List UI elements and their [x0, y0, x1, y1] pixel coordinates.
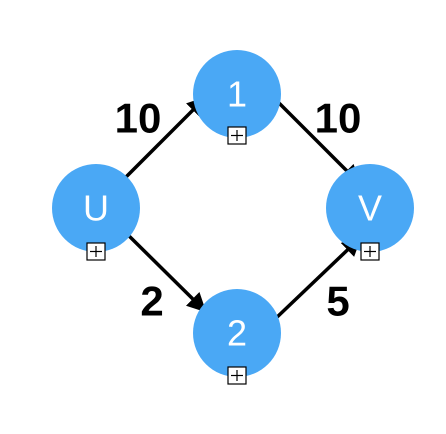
node-1-circle	[193, 50, 281, 138]
node-v[interactable]: V	[326, 164, 414, 252]
edge-2-v	[272, 236, 362, 322]
edge-weight-2-v: 5	[326, 278, 349, 325]
edge-u-1	[119, 96, 207, 184]
edge-weight-u-2: 2	[140, 278, 163, 325]
edge-u-2	[119, 226, 207, 313]
node-1[interactable]: 1	[193, 50, 281, 138]
edge-1-v	[272, 96, 361, 185]
expand-box-icon[interactable]	[86, 242, 106, 261]
node-2-label: 2	[227, 313, 247, 354]
node-v-label: V	[358, 188, 382, 229]
node-u-circle	[52, 164, 140, 252]
node-1-label: 1	[227, 74, 247, 115]
edge-labels: 10 10 2 5	[115, 95, 362, 325]
node-v-circle	[326, 164, 414, 252]
edge-weight-1-v: 10	[315, 95, 362, 142]
expand-box-icon[interactable]	[227, 126, 247, 145]
edges	[119, 96, 362, 322]
node-2-circle	[193, 289, 281, 377]
node-u-label: U	[83, 188, 109, 229]
expand-box-icon[interactable]	[360, 242, 380, 261]
node-u[interactable]: U	[52, 164, 140, 252]
edge-weight-u-1: 10	[115, 95, 162, 142]
expand-box-icon[interactable]	[227, 366, 247, 385]
node-2[interactable]: 2	[193, 289, 281, 377]
